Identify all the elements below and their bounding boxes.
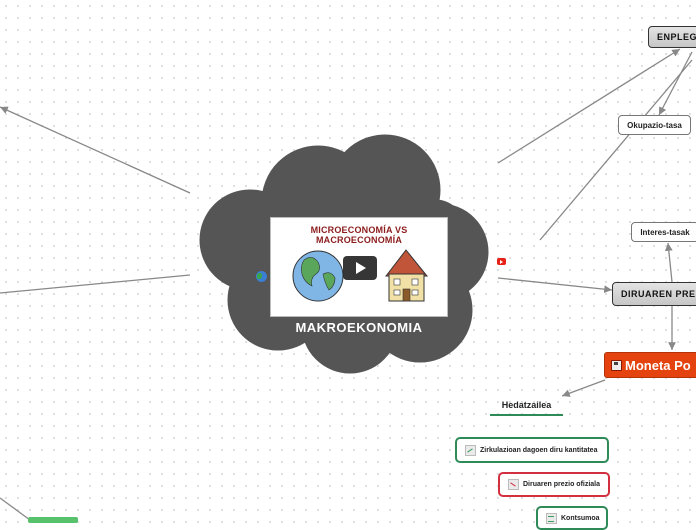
thumbnail-illustration bbox=[292, 249, 429, 302]
chart-down-icon bbox=[508, 479, 519, 490]
video-title: MICROECONOMÍA VS MACROECONOMÍA bbox=[310, 225, 408, 245]
node-hedatzailea[interactable]: Hedatzailea bbox=[490, 395, 563, 416]
central-topic-title[interactable]: MAKROEKONOMIA bbox=[295, 320, 423, 335]
node-moneta-label: Moneta Po bbox=[625, 357, 691, 373]
node-enplegua[interactable]: ENPLEG bbox=[648, 26, 696, 48]
node-diruaren-prezio-label: Diruaren prezio ofiziala bbox=[523, 481, 601, 488]
connector-to-diruaren bbox=[497, 277, 613, 294]
globe-icon bbox=[256, 271, 267, 282]
node-interes-tasak[interactable]: Interes-tasak bbox=[631, 222, 696, 242]
globe-illustration bbox=[292, 250, 344, 302]
connector-left-middle bbox=[0, 274, 191, 294]
connector-left-top bbox=[0, 106, 191, 194]
node-moneta-politika[interactable]: Moneta Po bbox=[604, 352, 696, 378]
youtube-icon[interactable] bbox=[497, 258, 506, 265]
connector-enplegua-right bbox=[539, 59, 693, 241]
node-kontsumoa-label: Kontsumoa bbox=[561, 514, 600, 522]
video-thumbnail[interactable]: MICROECONOMÍA VS MACROECONOMÍA bbox=[270, 217, 448, 317]
node-partial-bottom-left[interactable] bbox=[28, 517, 78, 523]
play-icon[interactable] bbox=[343, 256, 377, 280]
connector-to-enplegua bbox=[497, 48, 681, 164]
node-okupazio-tasa[interactable]: Okupazio-tasa bbox=[618, 115, 691, 135]
node-zirkulazioan[interactable]: Zirkulazioan dagoen diru kantitatea bbox=[455, 437, 609, 463]
connector-moneta-hedatzailea bbox=[561, 379, 606, 397]
house-illustration bbox=[384, 249, 429, 302]
node-zirkulazioan-label: Zirkulazioan dagoen diru kantitatea bbox=[480, 446, 598, 454]
table-icon bbox=[546, 512, 557, 524]
chart-up-icon bbox=[465, 444, 476, 456]
connector-diruaren-interes bbox=[664, 242, 673, 283]
floppy-disk-icon bbox=[611, 359, 622, 371]
connector-left-bottom bbox=[0, 497, 31, 520]
node-diruaren-prezio-ofiziala[interactable]: Diruaren prezio ofiziala bbox=[498, 472, 610, 497]
node-kontsumoa[interactable]: Kontsumoa bbox=[536, 506, 608, 530]
node-diruaren-prezioa[interactable]: DIRUAREN PRE bbox=[612, 282, 696, 306]
connector-enplegua-okupazio bbox=[658, 51, 693, 116]
